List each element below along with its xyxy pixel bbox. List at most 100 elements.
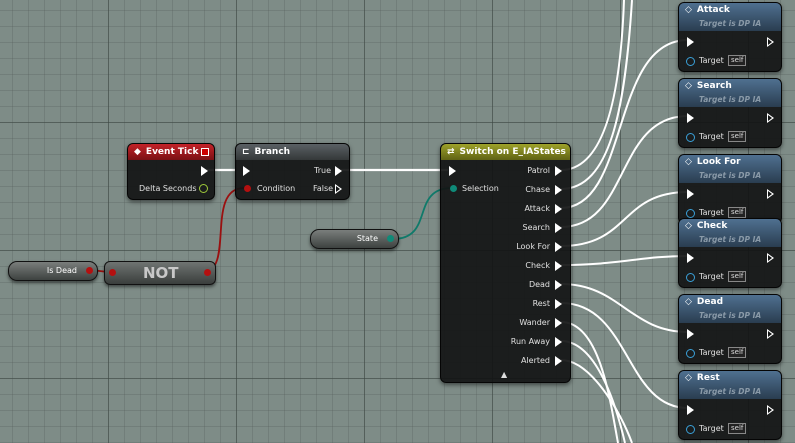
condition-pin[interactable]: [244, 185, 251, 192]
is-dead-pin[interactable]: [86, 267, 93, 274]
function-node-search[interactable]: ◇ Search Target is DP IA Target self: [678, 78, 782, 148]
function-header: ◇ Check Target is DP IA: [679, 219, 781, 247]
target-pin[interactable]: [686, 425, 695, 434]
switch-header: ⇄ Switch on E_IAStates: [441, 144, 570, 160]
function-exec-in[interactable]: [687, 329, 694, 339]
switch-output-exec[interactable]: [555, 356, 562, 366]
function-title: Attack: [696, 5, 730, 15]
switch-output-exec[interactable]: [555, 166, 562, 176]
not-node[interactable]: NOT: [104, 261, 216, 285]
function-exec-out[interactable]: [767, 253, 774, 263]
function-title: Search: [696, 81, 732, 91]
switch-output-exec[interactable]: [555, 204, 562, 214]
function-exec-out[interactable]: [767, 37, 774, 47]
self-value-box[interactable]: self: [728, 207, 747, 218]
exec-wire-chase: [560, 0, 633, 190]
function-subtitle: Target is DP IA: [699, 311, 762, 320]
function-node-check[interactable]: ◇ Check Target is DP IA Target self: [678, 218, 782, 288]
switch-output-label: Patrol: [527, 166, 550, 175]
branch-node[interactable]: ⊏ Branch True Condition False: [235, 143, 350, 200]
delta-seconds-pin[interactable]: [199, 184, 208, 193]
function-subtitle: Target is DP IA: [699, 171, 762, 180]
function-icon: ◇: [685, 5, 692, 15]
switch-output-exec[interactable]: [555, 280, 562, 290]
event-tick-exec-out[interactable]: [201, 166, 208, 176]
event-delegate-pin[interactable]: [201, 148, 209, 156]
function-exec-in[interactable]: [687, 189, 694, 199]
exec-wire-rest: [560, 302, 689, 409]
function-exec-in[interactable]: [687, 253, 694, 263]
function-node-look-for[interactable]: ◇ Look For Target is DP IA Target self: [678, 154, 782, 224]
target-pin[interactable]: [686, 209, 695, 218]
self-value-box[interactable]: self: [728, 347, 747, 358]
target-pin[interactable]: [686, 57, 695, 66]
function-exec-in[interactable]: [687, 405, 694, 415]
state-variable-pin[interactable]: [387, 235, 394, 242]
switch-output-exec[interactable]: [555, 318, 562, 328]
switch-output-exec[interactable]: [555, 185, 562, 195]
target-pin[interactable]: [686, 349, 695, 358]
is-dead-variable-node[interactable]: Is Dead: [8, 261, 98, 281]
switch-output-label: Rest: [532, 299, 550, 308]
selection-pin[interactable]: [450, 185, 457, 192]
not-input-pin[interactable]: [109, 269, 116, 276]
self-value-box[interactable]: self: [728, 271, 747, 282]
function-node-rest[interactable]: ◇ Rest Target is DP IA Target self: [678, 370, 782, 440]
switch-output-exec[interactable]: [555, 261, 562, 271]
branch-exec-in[interactable]: [243, 166, 250, 176]
switch-exec-in[interactable]: [449, 166, 456, 176]
switch-node[interactable]: ⇄ Switch on E_IAStates Selection Patrol …: [440, 143, 571, 383]
function-node-attack[interactable]: ◇ Attack Target is DP IA Target self: [678, 2, 782, 72]
function-icon: ◇: [685, 297, 692, 307]
event-tick-node[interactable]: ◆ Event Tick Delta Seconds: [127, 143, 215, 200]
function-exec-out[interactable]: [767, 189, 774, 199]
function-header: ◇ Look For Target is DP IA: [679, 155, 781, 183]
switch-output-exec[interactable]: [555, 223, 562, 233]
switch-output-label: Wander: [519, 318, 550, 327]
self-value-box[interactable]: self: [728, 55, 747, 66]
self-value-box[interactable]: self: [728, 423, 747, 434]
function-exec-out[interactable]: [767, 329, 774, 339]
function-title: Dead: [696, 297, 724, 307]
not-output-pin[interactable]: [204, 269, 211, 276]
switch-output-exec[interactable]: [555, 337, 562, 347]
switch-output-label: Alerted: [520, 356, 550, 365]
function-title: Check: [696, 221, 728, 231]
branch-icon: ⊏: [242, 147, 250, 157]
not-label: NOT: [143, 264, 179, 282]
exec-wire-check: [560, 255, 689, 266]
switch-output-exec[interactable]: [555, 242, 562, 252]
switch-icon: ⇄: [447, 147, 455, 157]
switch-output-exec[interactable]: [555, 299, 562, 309]
switch-title: Switch on E_IAStates: [459, 147, 566, 157]
branch-false-exec-out[interactable]: [335, 184, 342, 194]
self-value-box[interactable]: self: [728, 131, 747, 142]
function-exec-in[interactable]: [687, 113, 694, 123]
function-exec-out[interactable]: [767, 405, 774, 415]
target-pin[interactable]: [686, 273, 695, 282]
switch-output-label: Chase: [525, 185, 550, 194]
exec-wire-lookfor: [560, 191, 689, 247]
function-header: ◇ Dead Target is DP IA: [679, 295, 781, 323]
switch-output-label: Look For: [516, 242, 550, 251]
target-pin[interactable]: [686, 133, 695, 142]
switch-output-label: Check: [525, 261, 550, 270]
function-icon: ◇: [685, 373, 692, 383]
function-node-dead[interactable]: ◇ Dead Target is DP IA Target self: [678, 294, 782, 364]
exec-wire-wander: [560, 321, 619, 443]
function-exec-out[interactable]: [767, 113, 774, 123]
state-variable-node[interactable]: State: [310, 229, 399, 249]
function-exec-in[interactable]: [687, 37, 694, 47]
exec-wire-search: [560, 115, 689, 228]
switch-output-label: Search: [522, 223, 550, 232]
target-label: Target: [699, 424, 724, 433]
function-subtitle: Target is DP IA: [699, 387, 762, 396]
expand-arrow-icon[interactable]: ▲: [501, 370, 508, 379]
branch-true-exec-out[interactable]: [335, 166, 342, 176]
function-header: ◇ Attack Target is DP IA: [679, 3, 781, 31]
function-subtitle: Target is DP IA: [699, 95, 762, 104]
target-label: Target: [699, 272, 724, 281]
function-title: Rest: [696, 373, 720, 383]
is-dead-label: Is Dead: [46, 266, 77, 275]
function-subtitle: Target is DP IA: [699, 19, 762, 28]
